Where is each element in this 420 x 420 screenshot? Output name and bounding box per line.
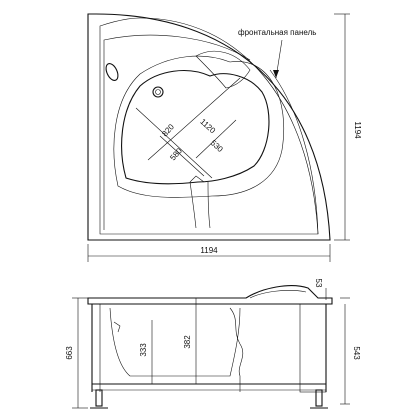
side-leg-left xyxy=(95,389,103,407)
headrest xyxy=(195,50,251,89)
tub-left-bowl xyxy=(103,34,251,230)
dim-1120-label: 1120 xyxy=(198,117,217,136)
dim-333-label: 333 xyxy=(139,343,148,357)
side-front-panel xyxy=(299,303,327,393)
drain-inner xyxy=(155,89,161,95)
side-leg-right xyxy=(315,389,323,407)
side-view: 663 543 53 382 333 xyxy=(65,279,361,409)
dim-543-label: 543 xyxy=(352,346,361,360)
seat-channel xyxy=(189,181,211,229)
dim-663-label: 663 xyxy=(65,346,74,360)
dim-line-820 xyxy=(135,107,213,179)
side-bowl xyxy=(109,307,241,377)
top-view: фронтальная панель 1194 1194 820 1120 58… xyxy=(87,13,362,262)
front-panel-label: фронтальная панель xyxy=(238,28,316,37)
tub-basin xyxy=(121,70,270,185)
side-overflow xyxy=(113,321,121,333)
dim-line-1120 xyxy=(147,77,241,161)
side-wave xyxy=(229,307,244,392)
side-rim xyxy=(87,285,333,305)
front-panel-arrowhead xyxy=(273,70,279,78)
dim-820-label: 820 xyxy=(160,122,176,138)
dim-530-label: 530 xyxy=(209,138,225,154)
dim-53-label: 53 xyxy=(314,279,323,288)
dim-line-530 xyxy=(195,119,237,159)
dim-line-580 xyxy=(159,135,205,177)
dim-580-label: 580 xyxy=(168,146,184,162)
front-panel-curve xyxy=(269,69,319,235)
tub-basin-outer xyxy=(113,55,285,198)
side-headrest xyxy=(249,290,307,299)
seat-tip xyxy=(189,175,205,183)
dim-382-label: 382 xyxy=(183,335,192,349)
overflow-hole xyxy=(105,63,119,81)
dim-bottom-label: 1194 xyxy=(200,246,218,255)
dim-right-label: 1194 xyxy=(353,121,362,139)
drain-outer xyxy=(152,86,164,98)
